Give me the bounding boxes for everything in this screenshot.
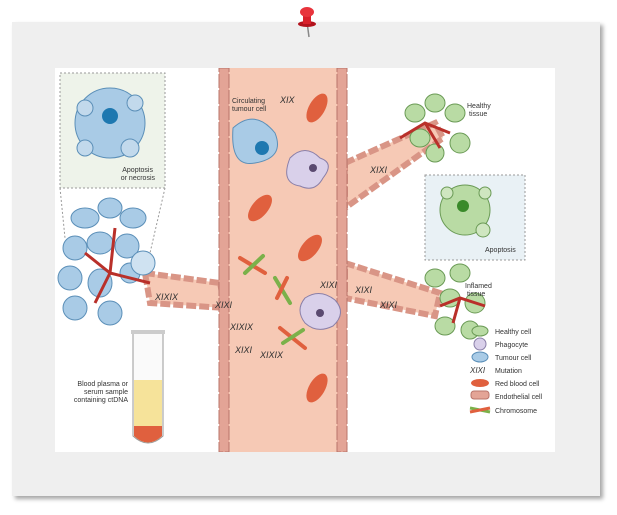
red-blood-cell-icon [471, 379, 489, 387]
apoptosis-necrosis-inset [59, 72, 166, 254]
label-blood-sample-3: containing ctDNA [74, 397, 128, 404]
healthy-cell-icon [471, 325, 489, 337]
chromosomes [238, 254, 307, 350]
legend-label: Endothelial cell [495, 394, 543, 401]
apoptosis-inset [424, 174, 526, 261]
legend-label: Tumour cell [495, 355, 532, 362]
svg-text:XIXIX: XIXIX [259, 350, 284, 360]
legend-label: Healthy cell [495, 329, 532, 336]
label-blood-sample-1: Blood plasma or [77, 381, 128, 388]
blood-sample-tube [131, 330, 165, 444]
phagocyte [299, 293, 341, 330]
healthy-capillary [399, 121, 451, 149]
phagocyte-icon [473, 337, 487, 351]
svg-text:XIXI: XIXI [379, 300, 398, 310]
legend-label: Phagocyte [495, 342, 528, 349]
tumour-cell-icon [471, 351, 489, 363]
vessel-wall-right [336, 67, 348, 453]
red-blood-cells [248, 93, 328, 403]
dna-fragments: XIXIX XIXI XIXIX XIXIX XIXI XIXI XIXI XIXI X… [154, 95, 398, 360]
vessel-wall-left [218, 67, 230, 453]
tumour-tissue [57, 197, 156, 326]
healthy-tissue [404, 93, 471, 163]
label-circulating-1: Circulating [232, 98, 265, 105]
label-apoptosis: Apoptosis [485, 247, 516, 254]
svg-text:XIX: XIX [279, 95, 296, 105]
label-apoptosis-necrosis-2: or necrosis [121, 175, 156, 182]
chromosome-icon [469, 406, 491, 414]
phagocyte [286, 150, 329, 189]
legend-label: Mutation [495, 368, 522, 375]
svg-text:XIXI: XIXI [234, 345, 253, 355]
inflamed-capillary [439, 296, 486, 324]
mutation-icon: XIXI [469, 366, 486, 375]
svg-text:XIXI: XIXI [369, 165, 388, 175]
svg-text:XIXI: XIXI [354, 285, 373, 295]
tumour-capillary [84, 227, 151, 304]
legend-label: Chromosome [495, 408, 537, 415]
label-inflamed-1: Inflamed [465, 283, 492, 290]
legend: XIXI Healthy cell Phagocyte Tumour cell … [469, 325, 543, 415]
svg-text:XIXI: XIXI [214, 300, 233, 310]
label-circulating-2: tumour cell [232, 106, 267, 113]
svg-text:XIXIX: XIXIX [154, 292, 179, 302]
circulating-tumour-cell [232, 118, 278, 165]
label-blood-sample-2: serum sample [84, 389, 128, 396]
label-healthy-2: tissue [469, 111, 487, 118]
label-apoptosis-necrosis-1: Apoptosis [122, 167, 153, 174]
svg-text:XIXI: XIXI [319, 280, 338, 290]
label-inflamed-2: tissue [467, 291, 485, 298]
svg-text:XIXIX: XIXIX [229, 322, 254, 332]
pushpin-icon [298, 7, 316, 38]
label-healthy-1: Healthy [467, 103, 491, 110]
legend-label: Red blood cell [495, 381, 540, 388]
endothelial-cell-icon [470, 390, 490, 400]
